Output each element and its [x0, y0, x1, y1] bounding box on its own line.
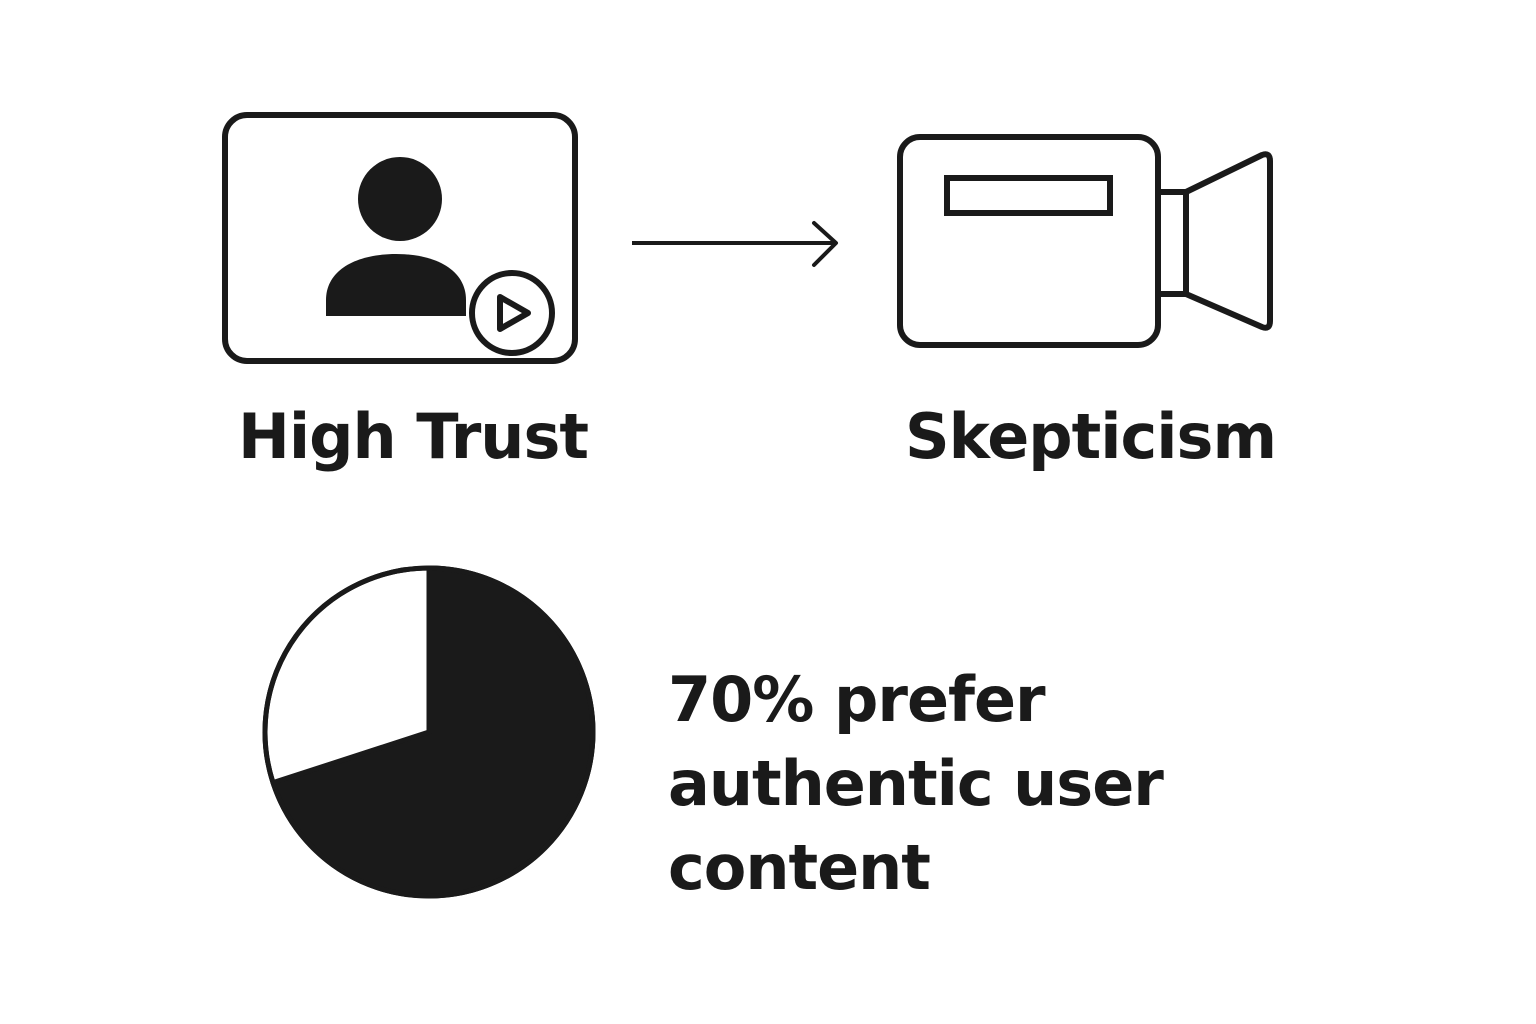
- stat-line-2: authentic user: [668, 747, 1164, 820]
- pie-outline: [262, 565, 596, 899]
- play-icon: [469, 270, 555, 356]
- high-trust-label: High Trust: [238, 400, 589, 473]
- stat-line-1: 70% prefer: [668, 663, 1046, 736]
- skepticism-label: Skepticism: [905, 400, 1277, 473]
- stat-line-3: content: [668, 831, 931, 904]
- arrow-right-icon: [632, 221, 838, 267]
- video-camera-icon: [897, 134, 1273, 348]
- stat-text: 70% prefer authentic user content: [668, 658, 1228, 910]
- user-video-icon: [222, 112, 578, 364]
- pie-chart: [262, 565, 596, 899]
